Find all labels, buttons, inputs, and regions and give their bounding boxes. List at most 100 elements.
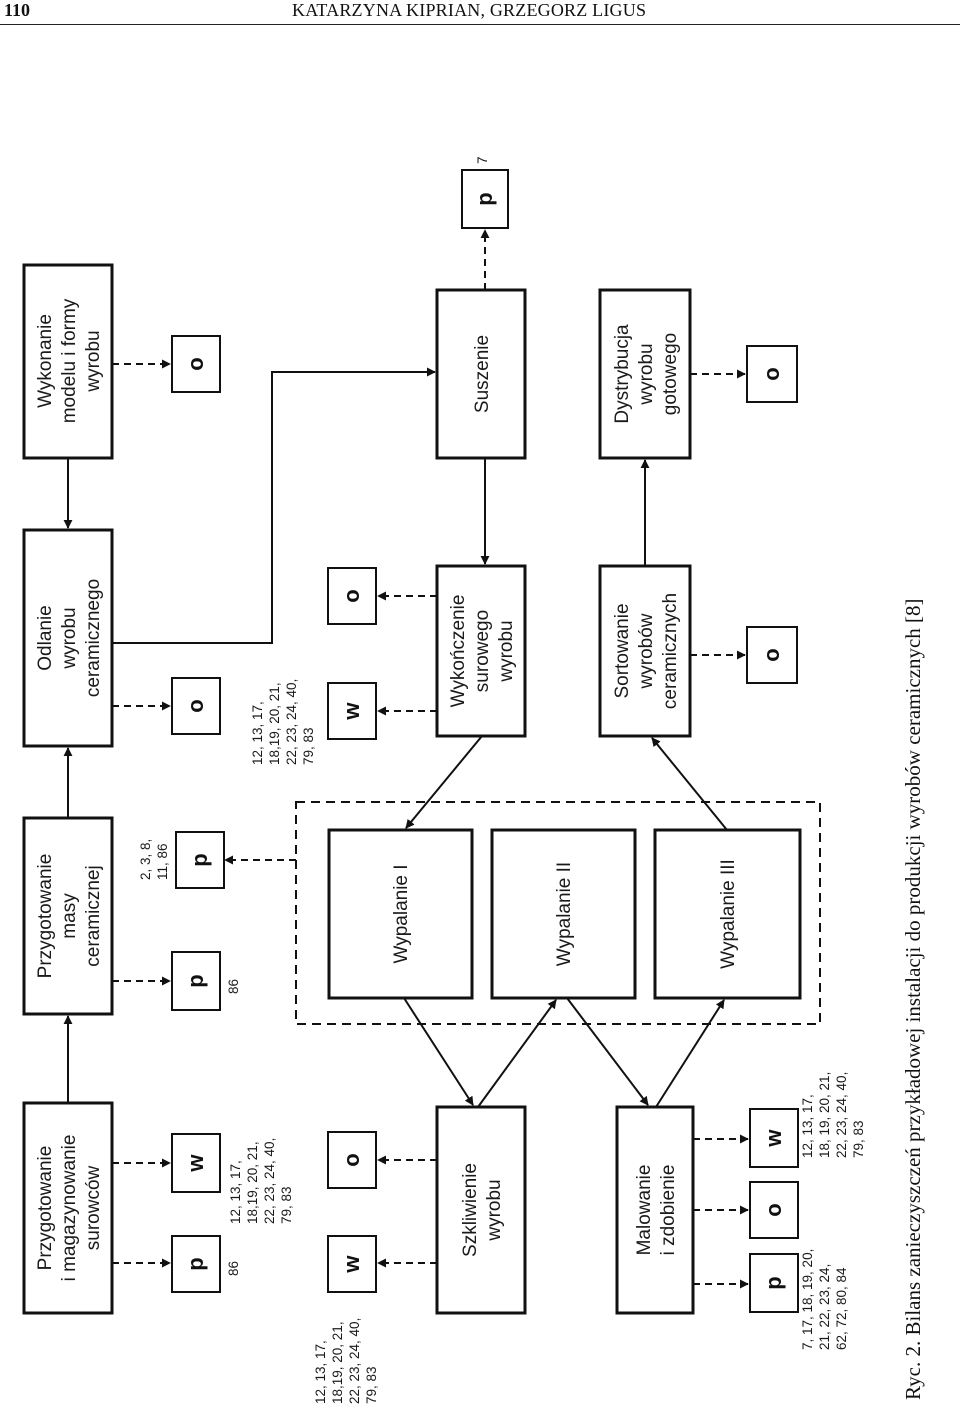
emission-malowanie-o: o [749, 1181, 799, 1239]
emission-label-o: o [339, 1153, 364, 1166]
emission-label-o: o [759, 648, 784, 661]
flow-arrows [63, 367, 728, 1108]
arrow-wypalanie3-to-sortowanie [651, 737, 728, 831]
reference-number-line: 86 [226, 1261, 241, 1276]
reference-number-line: 62, 72, 80, 84 [834, 1267, 849, 1350]
box-label-line: ceramicznej [83, 865, 104, 966]
emission-label-p: p [183, 974, 208, 987]
svg-text:12, 13, 17,18, 19, 20, 21,22,: 12, 13, 17,18, 19, 20, 21,22, 23, 24, 40… [800, 1072, 866, 1158]
emission-surowce-w: w [171, 1133, 221, 1193]
arrow-odlanie-to-suszenie [112, 367, 436, 644]
box-wypalanie-2: Wypalanie II [490, 828, 637, 1000]
box-label-line: Wykonanie [35, 314, 56, 408]
reference-number-line: 12, 13, 17, [250, 701, 265, 765]
running-head: KATARZYNA KIPRIAN, GRZEGORZ LIGUS [292, 0, 647, 20]
box-label-line: wyrobu [484, 1179, 505, 1241]
emission-malowanie-w: w [749, 1108, 799, 1168]
reference-number-line: 7 [475, 156, 490, 164]
reference-number-line: 2, 3, 8, [138, 839, 153, 880]
emission-arrows [112, 229, 749, 1289]
box-label-line: Suszenie [472, 335, 493, 413]
box-label-line: Przygotowanie [35, 1146, 56, 1271]
reference-number-line: 12, 13, 17, [800, 1094, 815, 1158]
box-label-line: Odlanie [35, 605, 56, 671]
box-label-line: surowców [83, 1165, 104, 1250]
emission-malowanie-p: p [749, 1253, 799, 1313]
reference-number-line: 79, 83 [279, 1186, 294, 1224]
box-label-line: gotowego [660, 333, 681, 415]
arrow-wypalanie2-to-malowanie [566, 997, 649, 1106]
box-wypalanie-3-label: Wypalanie III [718, 859, 739, 969]
reference-number-line: 12, 13, 17, [228, 1160, 243, 1224]
figure-caption-text: Ryc. 2. Bilans zanieczyszczeń przykładow… [901, 598, 925, 1400]
emission-label-o: o [759, 367, 784, 380]
emission-label-p: p [472, 192, 497, 205]
emission-masa-p2: p [175, 831, 225, 889]
box-suszenie-label: Suszenie [472, 335, 493, 413]
box-label-line: masy [59, 893, 80, 939]
reference-number-line: 79, 83 [364, 1366, 379, 1404]
svg-text:7: 7 [475, 156, 490, 164]
box-wypalanie-3: Wypalanie III [653, 828, 802, 1000]
emission-label-o: o [761, 1203, 786, 1216]
emission-suszenie-p: p [461, 169, 509, 229]
emission-label-p: p [187, 853, 212, 866]
emission-label-o: o [183, 699, 208, 712]
svg-text:2, 3, 8,11, 86: 2, 3, 8,11, 86 [138, 839, 170, 880]
page-number: 110 [4, 0, 31, 20]
emission-masa-p1: p [171, 951, 221, 1011]
emission-dystrybucja-o: o [746, 345, 798, 403]
reference-number-line: 22, 23, 24, 40, [834, 1072, 849, 1158]
reference-number-line: 22, 23, 24, 40, [284, 679, 299, 765]
reference-number-line: 79, 83 [851, 1120, 866, 1158]
box-wypalanie-2-label: Wypalanie II [554, 862, 575, 966]
box-label-line: wyrobu [636, 343, 657, 405]
box-wypalanie-1: Wypalanie I [327, 828, 474, 1000]
box-label-line: Szkliwienie [460, 1163, 481, 1257]
box-suszenie: Suszenie [435, 288, 527, 460]
refs-malowanie-w: 12, 13, 17,18, 19, 20, 21,22, 23, 24, 40… [800, 1072, 866, 1158]
refs-suszenie-p: 7 [475, 156, 490, 164]
refs-szkliwienie-w: 12, 13, 17,18,19, 20, 21,22, 23, 24, 40,… [313, 1318, 379, 1404]
reference-number-line: 18, 19, 20, 21, [817, 1072, 832, 1158]
box-label-line: wyrobu [83, 330, 104, 392]
reference-number-line: 18,19, 20, 21, [330, 1321, 345, 1404]
box-label-line: Przygotowanie [35, 854, 56, 979]
figure-caption: Ryc. 2. Bilans zanieczyszczeń przykładow… [901, 598, 925, 1400]
box-label-line: wyrobu [496, 620, 517, 682]
emission-sortowanie-o: o [746, 626, 798, 684]
arrow-malowanie-to-wypalanie3 [655, 999, 725, 1108]
reference-number-line: 12, 13, 17, [313, 1340, 328, 1404]
box-label-line: i zdobienie [658, 1165, 679, 1256]
svg-text:7, 17, 18, 19, 20,21, 22, 23,: 7, 17, 18, 19, 20,21, 22, 23, 24,62, 72,… [800, 1249, 849, 1350]
box-label-line: Wykończenie [448, 595, 469, 708]
emission-wykonczenie-w: w [327, 682, 377, 740]
kiln-group-frame [295, 801, 821, 1025]
emission-label-o: o [183, 357, 208, 370]
refs-surowce-w: 12, 13, 17,18,19, 20, 21,22, 23, 24, 40,… [228, 1138, 294, 1224]
refs-masa-p2: 2, 3, 8,11, 86 [138, 839, 170, 880]
box-label-line: Wypalanie II [554, 862, 575, 966]
refs-surowce-p: 86 [226, 1261, 241, 1276]
refs-masa-p1: 86 [226, 979, 241, 994]
box-label-line: ceramicznych [660, 593, 681, 709]
emission-szkliwienie-w: w [327, 1235, 377, 1293]
arrow-szkliwienie-to-wypalanie2 [477, 999, 557, 1108]
emission-label-w: w [339, 702, 364, 721]
refs-wykonczenie-w: 12, 13, 17,18,19, 20, 21,22, 23, 24, 40,… [250, 679, 316, 765]
reference-number-line: 21, 22, 23, 24, [817, 1264, 832, 1350]
svg-text:12, 13, 17,18,19, 20, 21,22, 2: 12, 13, 17,18,19, 20, 21,22, 23, 24, 40,… [250, 679, 316, 765]
